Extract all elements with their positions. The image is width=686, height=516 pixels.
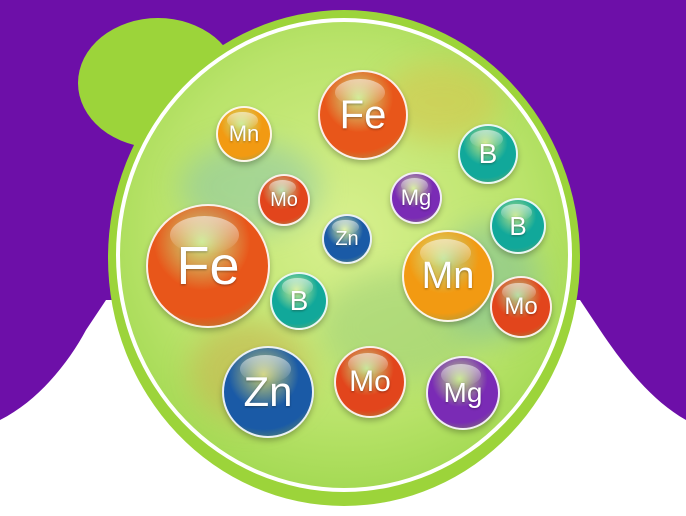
element-bubble-fe: Fe: [146, 204, 270, 328]
element-symbol: Mo: [270, 188, 298, 211]
element-symbol: B: [289, 285, 309, 316]
element-bubble-mo: Mo: [258, 174, 310, 226]
element-bubble-mo: Mo: [334, 346, 406, 418]
element-bubble-fe: Fe: [318, 70, 408, 160]
element-symbol: Mg: [400, 185, 432, 210]
element-bubble-mn: Mn: [216, 106, 272, 162]
element-symbol: Zn: [335, 227, 359, 250]
element-symbol: Fe: [176, 236, 240, 296]
element-bubble-mo: Mo: [490, 276, 552, 338]
element-symbol: Mo: [504, 293, 538, 320]
element-symbol: Zn: [243, 368, 293, 415]
element-symbol: Fe: [339, 92, 387, 137]
element-bubble-zn: Zn: [222, 346, 314, 438]
element-bubble-b: B: [490, 198, 546, 254]
element-symbol: Mo: [349, 365, 391, 398]
element-symbol: Mn: [421, 254, 475, 297]
element-bubble-mn: Mn: [402, 230, 494, 322]
element-bubble-b: B: [458, 124, 518, 184]
element-bubble-b: B: [270, 272, 328, 330]
element-bubble-zn: Zn: [322, 214, 372, 264]
element-symbol: B: [478, 138, 498, 169]
element-symbol: B: [509, 210, 527, 241]
element-symbol: Mn: [228, 121, 260, 146]
element-bubble-mg: Mg: [390, 172, 442, 224]
element-symbol: Mg: [443, 377, 483, 408]
element-bubble-mg: Mg: [426, 356, 500, 430]
